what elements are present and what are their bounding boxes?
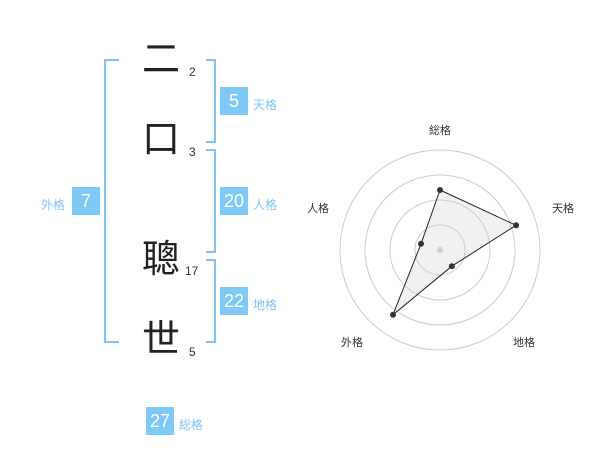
stroke-count-4: 5 <box>189 345 196 359</box>
stroke-count-2: 3 <box>189 145 196 159</box>
soukaku-value-badge: 27 <box>146 407 174 435</box>
radar-axis-label-jinkaku: 人格 <box>307 201 329 215</box>
radar-point-4 <box>390 311 396 318</box>
gaikaku-value-badge: 7 <box>72 187 100 215</box>
tenkaku-label: 天格 <box>253 98 278 112</box>
name-char-2: 口 <box>142 117 181 161</box>
radar-grid <box>339 149 541 351</box>
radar-area <box>392 189 518 316</box>
radar-point-5 <box>418 240 424 247</box>
radar-axis-label-tenkaku: 天格 <box>552 201 574 215</box>
radar-center <box>437 247 443 253</box>
chikaku-label: 地格 <box>253 298 278 312</box>
radar-axis-label-gaikaku: 外格 <box>341 335 363 349</box>
chikaku-bracket <box>206 259 216 343</box>
name-char-4: 世 <box>142 317 181 361</box>
radar-point-1 <box>437 187 443 193</box>
jinkaku-value-badge: 20 <box>220 187 248 215</box>
tenkaku-value-badge: 5 <box>220 87 248 115</box>
radar-point-3 <box>448 263 455 270</box>
jinkaku-label: 人格 <box>253 198 278 212</box>
radar-ring <box>339 149 541 351</box>
radar-ring <box>389 199 491 301</box>
name-char-1: 二 <box>142 37 181 81</box>
chikaku-value-badge: 22 <box>220 287 248 315</box>
radar-axis-label-soukaku: 総格 <box>429 123 451 137</box>
radar-ring <box>364 174 516 326</box>
radar-axis-label-chikaku: 地格 <box>513 335 535 349</box>
soukaku-label: 総格 <box>179 418 204 432</box>
gaikaku-label: 外格 <box>41 198 66 212</box>
radar-points <box>390 187 520 318</box>
jinkaku-bracket <box>206 149 216 253</box>
gaikaku-bracket <box>104 59 119 343</box>
stroke-count-1: 2 <box>189 65 196 79</box>
stroke-count-3: 17 <box>185 264 199 278</box>
radar-ring <box>414 224 466 276</box>
tenkaku-bracket <box>206 59 216 143</box>
name-char-3: 聰 <box>142 237 181 281</box>
radar-point-2 <box>513 222 520 229</box>
